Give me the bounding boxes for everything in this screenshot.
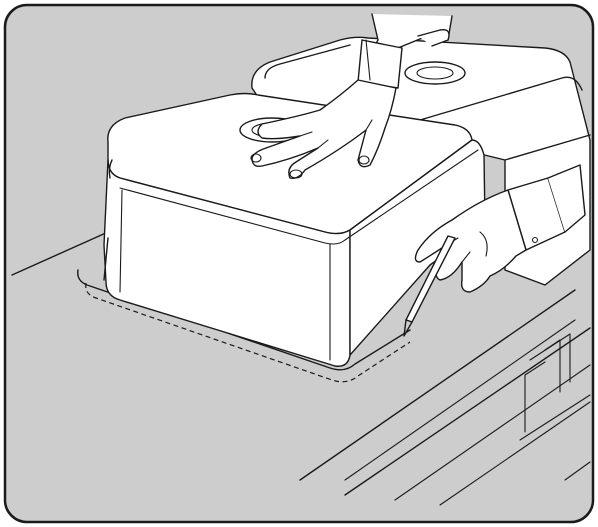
sink-marking-diagram (0, 0, 598, 527)
instruction-illustration (0, 0, 598, 527)
